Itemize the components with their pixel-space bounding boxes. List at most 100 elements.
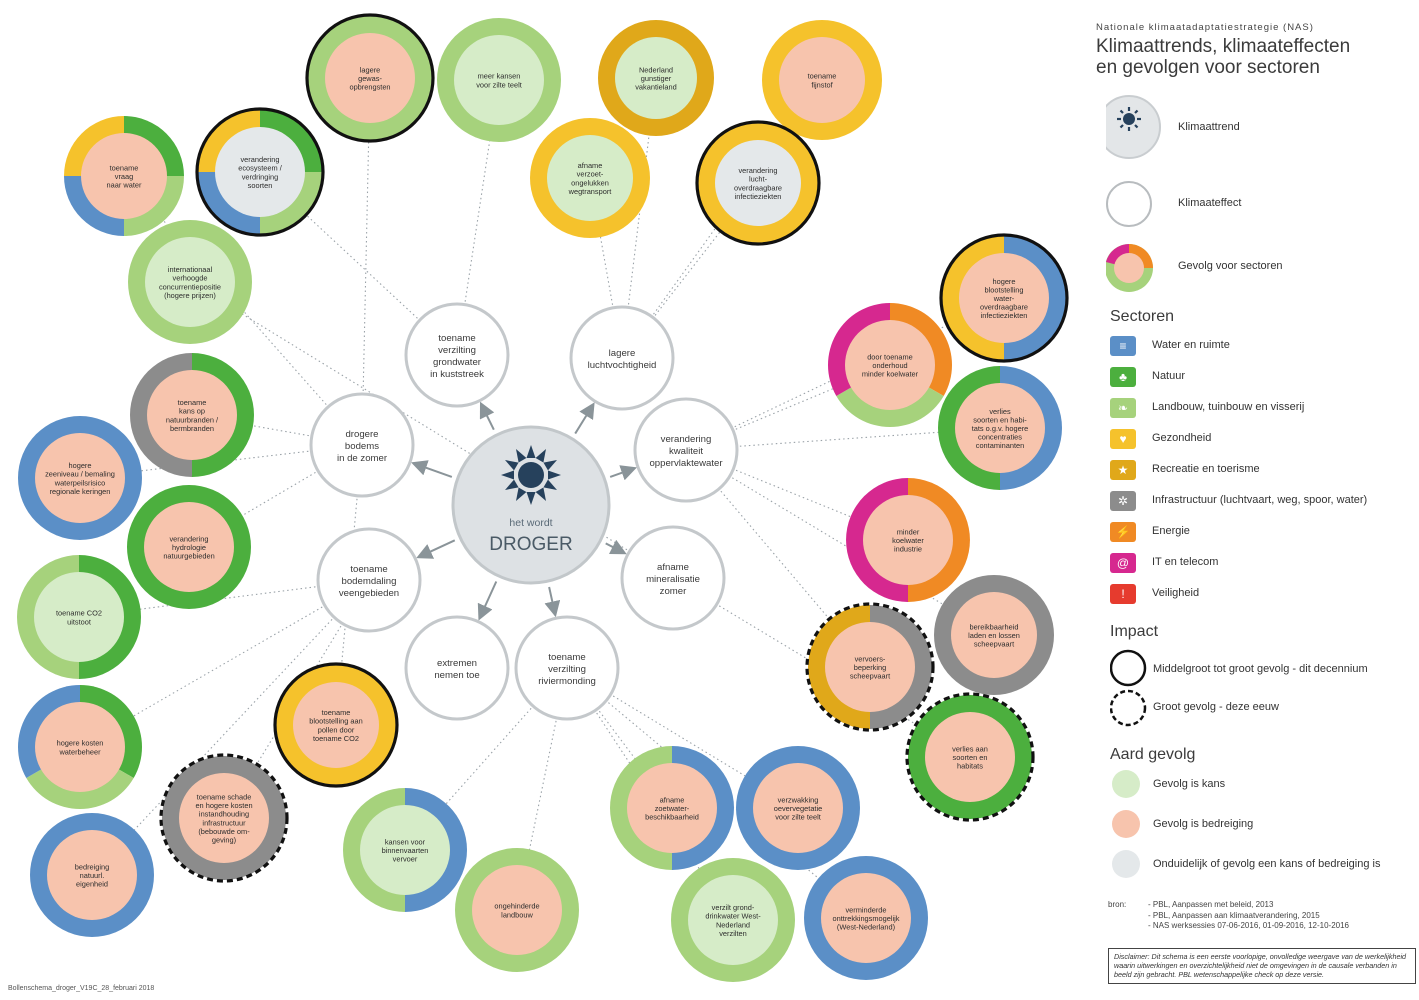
- consequence-label-line: ongehinderde: [494, 902, 539, 911]
- consequence-label-line: regionale keringen: [50, 487, 111, 496]
- consequence-label-line: soorten: [248, 181, 273, 190]
- consequence-label-line: Nederland: [639, 65, 673, 74]
- consequence-label-line: laden en lossen: [968, 631, 1020, 640]
- consequence-core: [925, 712, 1015, 802]
- consequence-label-line: verlies aan: [952, 744, 988, 753]
- consequence-label-line: verandering: [169, 534, 208, 543]
- consequence-label-line: voor zilte teelt: [775, 813, 821, 822]
- consequence-label-line: bereikbaarheid: [970, 622, 1019, 631]
- consequence-label-line: instandhouding: [199, 810, 249, 819]
- trend-title: DROGER: [489, 534, 572, 555]
- consequence-core: [325, 33, 415, 123]
- consequence-label-line: toename: [178, 398, 207, 407]
- consequence-core: [145, 237, 235, 327]
- nature-swatch: [1112, 770, 1140, 798]
- consequence-label-line: verandering: [738, 166, 777, 175]
- consequence-label-line: en hogere kosten: [195, 801, 252, 810]
- consequence-core: [144, 502, 234, 592]
- consequence-label-line: wegtransport: [568, 187, 612, 196]
- connector-line: [589, 177, 623, 359]
- consequence-core: [863, 495, 953, 585]
- impact-large-label: Groot gevolg - deze eeuw: [1153, 701, 1279, 713]
- consequence-label-line: toename: [808, 72, 837, 81]
- effect-label-line: in de zomer: [337, 453, 388, 464]
- consequence-label-line: toename: [322, 708, 351, 717]
- consequence-label-line: (hogere prijzen): [164, 291, 216, 300]
- consequence-label-line: verdringing: [242, 172, 279, 181]
- consequence-label-line: verzoet-: [577, 170, 604, 179]
- effect-label-line: verandering: [661, 434, 712, 445]
- consequence-core: [959, 253, 1049, 343]
- consequence-label-line: toename: [110, 163, 139, 172]
- consequence-label-line: door toename: [867, 352, 913, 361]
- sector-label: Water en ruimte: [1152, 339, 1230, 351]
- effect-label-line: toename: [438, 333, 475, 344]
- effect-label-line: veengebieden: [339, 588, 399, 599]
- consequence-label-line: ecosysteem /: [238, 164, 282, 173]
- effect-label-line: verzilting: [438, 345, 476, 356]
- consequence-label-line: scheepvaart: [974, 640, 1014, 649]
- consequence-label-line: blootstelling: [984, 285, 1023, 294]
- consequence-label-line: hogere: [992, 277, 1015, 286]
- connector-line: [123, 175, 363, 446]
- consequence-label-line: verzilten: [719, 929, 747, 938]
- consequence-label-line: verzwakking: [778, 795, 819, 804]
- impact-outline-medium: [305, 13, 435, 143]
- impact-outline-medium: [939, 233, 1069, 363]
- consequence-label-line: toename schade: [197, 793, 252, 802]
- consequence-label-line: infectieziekten: [981, 311, 1028, 320]
- consequence-label-line: concentraties: [978, 433, 1022, 442]
- consequence-label-line: overdraagbare: [734, 183, 782, 192]
- consequence-label-line: onderhoud: [872, 361, 907, 370]
- consequence-label-line: pollen door: [318, 725, 355, 734]
- consequence-label-line: lagere: [360, 65, 381, 74]
- consequence-label-line: toename CO2: [313, 734, 359, 743]
- consequence-label-line: verhoogde: [173, 274, 208, 283]
- consequence-label-line: verandering: [240, 155, 279, 164]
- connector-line: [191, 414, 363, 446]
- consequence-label-line: verlies: [989, 407, 1011, 416]
- consequence-label-line: ongelukken: [571, 178, 609, 187]
- consequence-label-line: overdraagbare: [980, 303, 1028, 312]
- connector-line: [79, 579, 370, 748]
- consequence-label-line: toename CO2: [56, 609, 102, 618]
- sector-swatch-icon: @: [1110, 553, 1136, 573]
- consequence-label-line: infectieziekten: [735, 192, 782, 201]
- consequence-label-line: afname: [660, 795, 685, 804]
- consequence-label-line: zoetwater-: [655, 804, 690, 813]
- consequence-label-line: verminderde: [845, 905, 886, 914]
- sector-label: Infrastructuur (luchtvaart, weg, spoor, …: [1152, 494, 1368, 506]
- effect-label-line: mineralisatie: [646, 574, 700, 585]
- consequence-label-line: habitats: [957, 762, 983, 771]
